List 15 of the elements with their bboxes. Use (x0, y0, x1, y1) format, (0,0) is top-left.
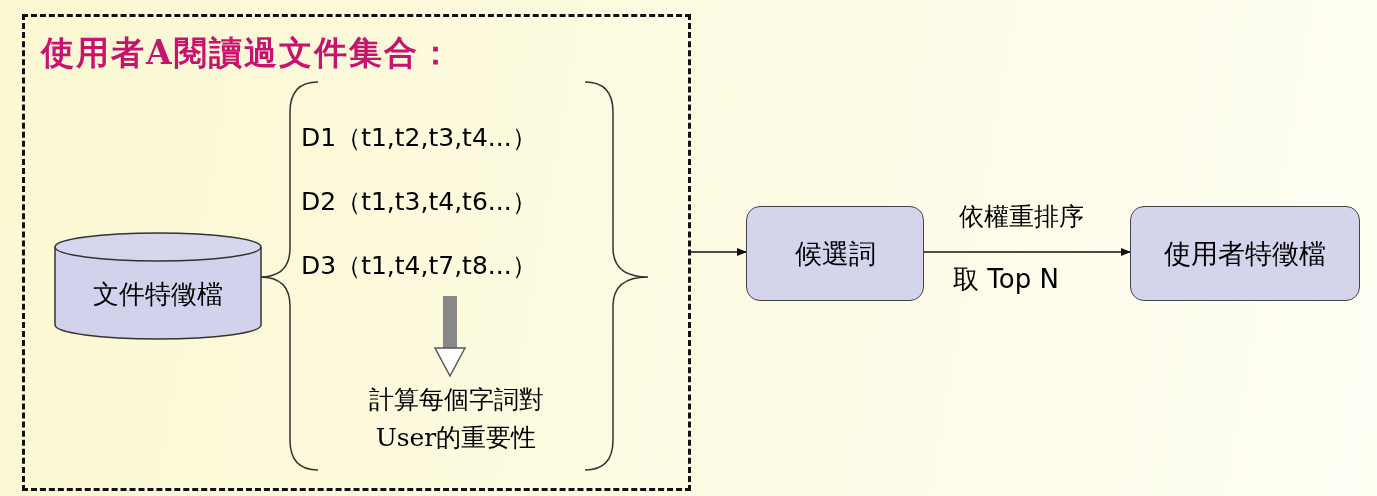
frame-title: 使用者A閱讀過文件集合： (41, 32, 454, 74)
document-terms: D1（t1,t2,t3,t4...） (301, 122, 537, 154)
database-cylinder (53, 231, 263, 341)
arrow (434, 296, 466, 377)
arrow (690, 248, 747, 256)
edge-label: 依權重排序 (959, 201, 1084, 233)
node-label: 文件特徵檔 (93, 279, 223, 309)
process-box: 候選詞 (746, 206, 924, 301)
dashed-frame (22, 14, 691, 491)
process-box: 使用者特徵檔 (1130, 206, 1360, 301)
arrow-note: 取 Top N (953, 263, 1059, 296)
document-terms: D2（t1,t3,t4,t6...） (301, 186, 537, 218)
arrow (923, 248, 1131, 256)
document-terms: D3（t1,t4,t7,t8...） (301, 250, 537, 282)
node-label: 計算每個字詞對User的重要性 (367, 384, 545, 454)
